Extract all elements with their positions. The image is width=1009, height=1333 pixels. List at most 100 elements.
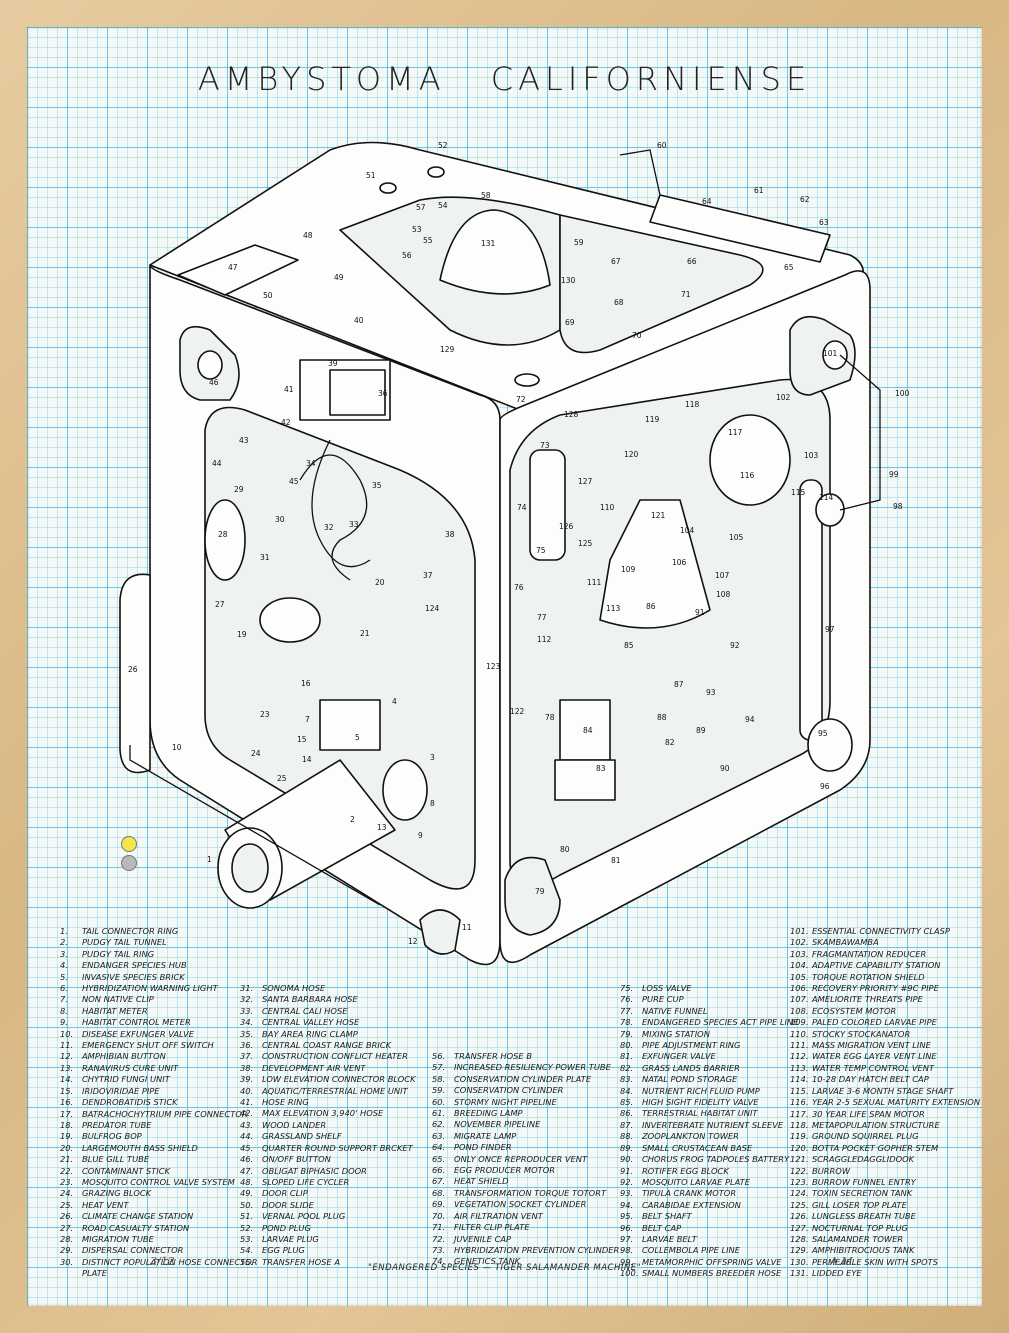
legend-item: 95.BELT SHAFT [620, 1211, 798, 1222]
part-number-66: 66 [687, 257, 697, 266]
legend-item: 106.RECOVERY PRIORITY #9C PIPE [790, 983, 980, 994]
legend-number: 111. [790, 1040, 809, 1051]
legend-item: 52.POND PLUG [240, 1223, 416, 1234]
legend-label: AMPHIBIAN BUTTON [82, 1051, 166, 1062]
legend-item: 103.FRAGMANTATION REDUCER [790, 949, 980, 960]
legend-number: 55. [240, 1256, 254, 1267]
part-number-40: 40 [354, 316, 364, 325]
legend-number: 77. [620, 1005, 634, 1016]
legend-number: 44. [240, 1131, 254, 1142]
legend-number: 79. [620, 1028, 634, 1039]
legend-number: 92. [620, 1176, 634, 1187]
legend-number: 98. [620, 1245, 634, 1256]
legend-label: GRAZING BLOCK [82, 1188, 152, 1199]
legend-label: EMERGENCY SHUT OFF SWITCH [82, 1040, 214, 1051]
juvenile-cap [514, 373, 540, 387]
legend-item: 20. LARGEMOUTH BASS SHIELD [60, 1143, 258, 1154]
legend-item: 2.PUDGY TAIL TUNNEL [60, 937, 258, 948]
legend-item: 124.TOXIN SECRETION TANK [790, 1188, 980, 1199]
part-number-21: 21 [360, 629, 370, 638]
legend-item: 79.MIXING STATION [620, 1029, 798, 1040]
legend-item: 91.ROTIFER EGG BLOCK [620, 1166, 798, 1177]
part-number-1: 1 [207, 855, 212, 864]
legend-number: 13. [60, 1062, 74, 1073]
part-number-14: 14 [302, 755, 312, 764]
legend-item: 66.EGG PRODUCER MOTOR [432, 1165, 619, 1176]
legend-item: 31.SONOMA HOSE [240, 983, 416, 994]
legend-number: 115. [790, 1085, 809, 1096]
legend-item: 80.PIPE ADJUSTMENT RING [620, 1040, 798, 1051]
legend-label: COLLEMBOLA PIPE LINE [642, 1245, 740, 1256]
legend-label: ENDANGER SPECIES HUB [82, 960, 187, 971]
part-number-62: 62 [800, 195, 810, 204]
legend-item: 55.TRANSFER HOSE A [240, 1257, 416, 1268]
legend-item: 77.NATIVE FUNNEL [620, 1006, 798, 1017]
legend-item: 6.HYBRIDIZATION WARNING LIGHT [60, 983, 258, 994]
legend-number: 22. [60, 1165, 74, 1176]
legend-label: SKAMBAWAMBA [812, 937, 879, 948]
part-number-53: 53 [412, 225, 422, 234]
life-span-motor [709, 414, 791, 506]
part-number-84: 84 [583, 726, 593, 735]
part-number-42: 42 [281, 418, 291, 427]
legend-number: 20. [60, 1142, 74, 1153]
part-number-59: 59 [574, 238, 584, 247]
part-number-9: 9 [418, 831, 423, 840]
coast-range-brick [329, 369, 386, 416]
legend-label: SMALL NUMBERS BREEDER HOSE [642, 1268, 782, 1279]
legend-number: 130. [790, 1256, 809, 1267]
drawing-title: AMBYSTOMA CALIFORNIENSE [197, 60, 812, 98]
legend-label: SANTA BARBARA HOSE [262, 994, 358, 1005]
legend-item: 8.HABITAT METER [60, 1006, 258, 1017]
legend-item: 49.DOOR CLIP [240, 1188, 416, 1199]
part-number-11: 11 [462, 923, 472, 932]
part-number-126: 126 [559, 522, 574, 531]
part-number-45: 45 [289, 477, 299, 486]
tail-connector-ring-inner [231, 843, 269, 893]
legend-label: GENETICS TANK [454, 1256, 521, 1267]
legend-label: YEAR 2-5 SEXUAL MATURITY EXTENSION [812, 1097, 981, 1108]
legend-item: 65.ONLY ONCE REPRODUCER VENT [432, 1154, 619, 1165]
legend-number: 87. [620, 1119, 634, 1130]
part-number-73: 73 [540, 441, 550, 450]
legend-item: 78.ENDANGERED SPECIES ACT PIPE LINE [620, 1017, 798, 1028]
part-number-39: 39 [328, 359, 338, 368]
legend-label: TAIL CONNECTOR RING [82, 926, 179, 936]
legend-label: WOOD LANDER [262, 1119, 327, 1130]
legend-number: 57. [432, 1062, 446, 1073]
legend-label: LARGEMOUTH BASS SHIELD [82, 1142, 198, 1153]
legend-item: 13.RANAVIRUS CURE UNIT [60, 1063, 258, 1074]
part-number-83: 83 [596, 764, 606, 773]
legend-number: 5. [60, 971, 68, 982]
legend-item: PLATE [60, 1268, 258, 1279]
legend-number: 100. [620, 1268, 639, 1279]
legend-number: 124. [790, 1188, 809, 1199]
legend-number: 62. [432, 1119, 446, 1130]
part-number-104: 104 [680, 526, 695, 535]
legend-label: 30 YEAR LIFE SPAN MOTOR [812, 1108, 925, 1119]
legend-label: BURROW [812, 1165, 851, 1176]
legend-number: 58. [432, 1073, 446, 1084]
part-number-102: 102 [776, 393, 791, 402]
legend-label: MIGRATION TUBE [82, 1233, 154, 1244]
legend-item: 107.AMELIORITE THREATS PIPE [790, 994, 980, 1005]
legend-label: AQUATIC/TERRESTRIAL HOME UNIT [262, 1085, 408, 1096]
side-tank [119, 573, 151, 774]
legend-item: 22.CONTAMINANT STICK [60, 1166, 258, 1177]
legend-number: 104. [790, 960, 809, 971]
legend-number: 31. [240, 983, 254, 993]
legend-number: 23. [60, 1176, 74, 1187]
part-number-72: 72 [516, 395, 526, 404]
legend-item: 111.MASS MIGRATION VENT LINE [790, 1040, 980, 1051]
legend-number: 96. [620, 1222, 634, 1233]
legend-label: RECOVERY PRIORITY #9C PIPE [812, 983, 939, 994]
legend-label: BATRACHOCHYTRIUM PIPE CONNECTOR [82, 1108, 248, 1119]
legend-label: CONSERVATION CYLINDER [454, 1085, 564, 1096]
legend-item: 131.LIDDED EYE [790, 1268, 980, 1279]
legend-item: 53.LARVAE PLUG [240, 1234, 416, 1245]
on-off-button [197, 350, 223, 380]
part-number-37: 37 [423, 571, 433, 580]
legend-label: EGG PRODUCER MOTOR [454, 1165, 555, 1176]
